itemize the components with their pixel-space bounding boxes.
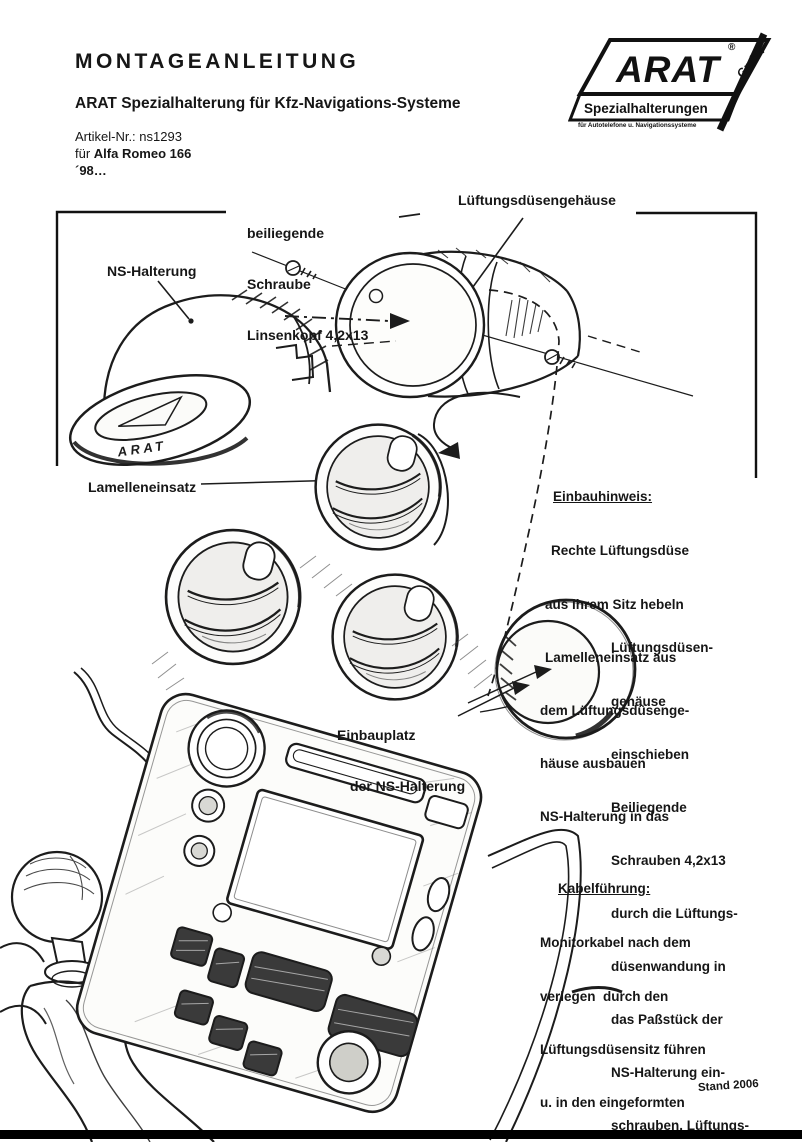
cables xyxy=(73,667,623,1142)
kabelfuehrung-heading: Kabelführung: xyxy=(558,881,651,896)
logo-tagline: Spezialhalterungen xyxy=(584,101,708,116)
label-screw: beiliegende Schraube Linsenkopf 4,2x13 xyxy=(247,225,369,343)
logo-slash xyxy=(716,32,768,132)
bracket-base xyxy=(68,374,252,466)
label-housing: Lüftungsdüsengehäuse xyxy=(458,192,616,208)
screw-icon xyxy=(285,260,301,276)
einbauhinweis-heading: Einbauhinweis: xyxy=(553,489,653,504)
screws xyxy=(251,251,694,397)
vent-rim xyxy=(417,433,449,546)
bracket-hatch xyxy=(231,289,329,371)
article-vehicle: für Alfa Romeo 166 xyxy=(75,146,192,161)
housing-drawing xyxy=(284,247,641,399)
lamellen-insert-vent xyxy=(313,422,443,552)
ns-halterung-drawing: ARAT xyxy=(68,289,332,466)
logo-subtagline: für Autotelefone u. Navigationssysteme xyxy=(578,122,697,129)
center-vent xyxy=(330,572,460,702)
rotate-arrow xyxy=(432,391,521,451)
housing-leader xyxy=(469,217,524,292)
housing-hatch xyxy=(437,247,551,339)
kabelfuehrung-text: Monitorkabel nach dem verlegen durch den… xyxy=(540,935,706,1110)
einbauhinweis-text-indented: Lüftungsdüsen- gehäuse einschieben Beili… xyxy=(611,640,749,1134)
article-number: Artikel-Nr.: ns1293 xyxy=(75,129,182,144)
bracket-leader xyxy=(157,280,190,320)
screw-label-dash xyxy=(398,213,421,218)
console-drawing xyxy=(75,692,483,1114)
insert-axis-arrow xyxy=(284,315,391,322)
vent-shading xyxy=(151,555,493,691)
einbauplatz-circle xyxy=(457,598,637,741)
bracket-leader-dot xyxy=(188,318,194,324)
article-info: Artikel-Nr.: ns1293 für Alfa Romeo 166 ´… xyxy=(75,128,191,179)
arat-logo: ARAT ® GmbH Spezialhalterungen für Autot… xyxy=(568,32,772,132)
dashed-outline xyxy=(432,289,560,697)
label-install-location: Einbauplatz der NS-Halterung xyxy=(337,727,466,794)
article-year: ´98… xyxy=(75,163,107,178)
console-buttons xyxy=(170,926,419,1077)
logo-brand-text: ARAT xyxy=(615,49,722,90)
gear-shift-drawing xyxy=(0,850,215,1142)
logo-registered-mark: ® xyxy=(728,42,736,53)
page-title: MONTAGEANLEITUNG xyxy=(75,50,360,73)
label-bracket: NS-Halterung xyxy=(107,263,197,279)
label-insert: Lamelleneinsatz xyxy=(88,479,197,495)
page-subtitle: ARAT Spezialhalterung für Kfz-Navigation… xyxy=(75,95,461,112)
einbauhinweis-text-left: Rechte Lüftungsdüse aus ihrem Sitz hebel… xyxy=(540,543,690,824)
left-vent xyxy=(164,528,302,666)
frame-lines xyxy=(55,210,758,478)
bracket-engraving-text: ARAT xyxy=(116,438,168,460)
bottom-bar xyxy=(0,1130,802,1139)
